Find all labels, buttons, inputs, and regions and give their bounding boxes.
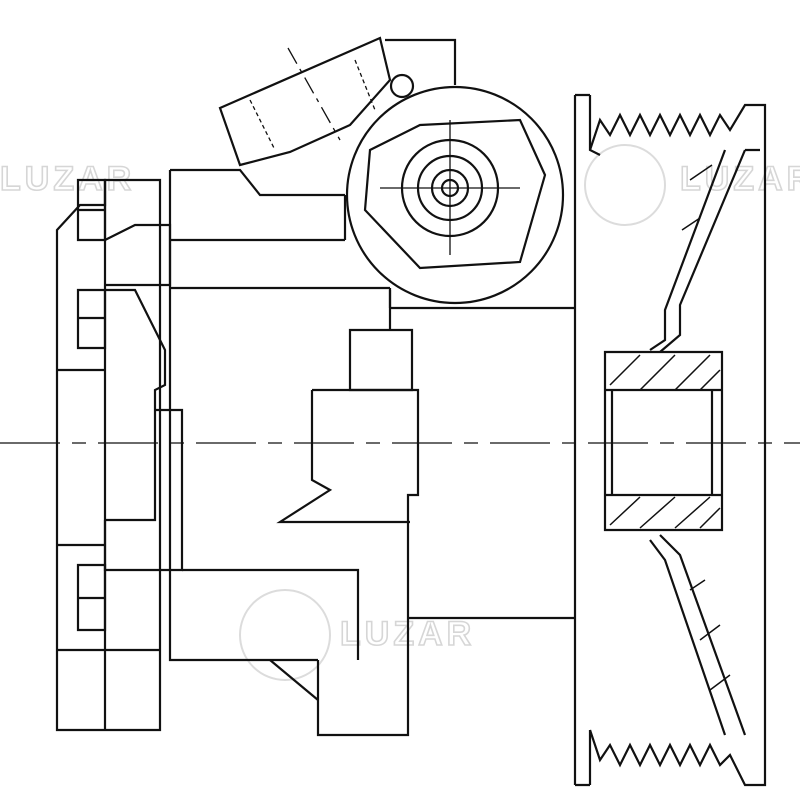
svg-text:LUZAR: LUZAR [340,615,475,653]
svg-text:LUZAR: LUZAR [680,160,800,198]
pump-head [343,85,565,308]
watermark-logo-icon [239,589,331,681]
bolt-heads [76,178,107,632]
pulley [573,93,767,787]
watermark-logo-icon [584,144,666,226]
inlet-fitting [218,36,457,167]
mounting-bracket [55,178,184,732]
watermark-right: LUZAR [584,144,800,226]
watermark-center: LUZAR [239,589,475,681]
